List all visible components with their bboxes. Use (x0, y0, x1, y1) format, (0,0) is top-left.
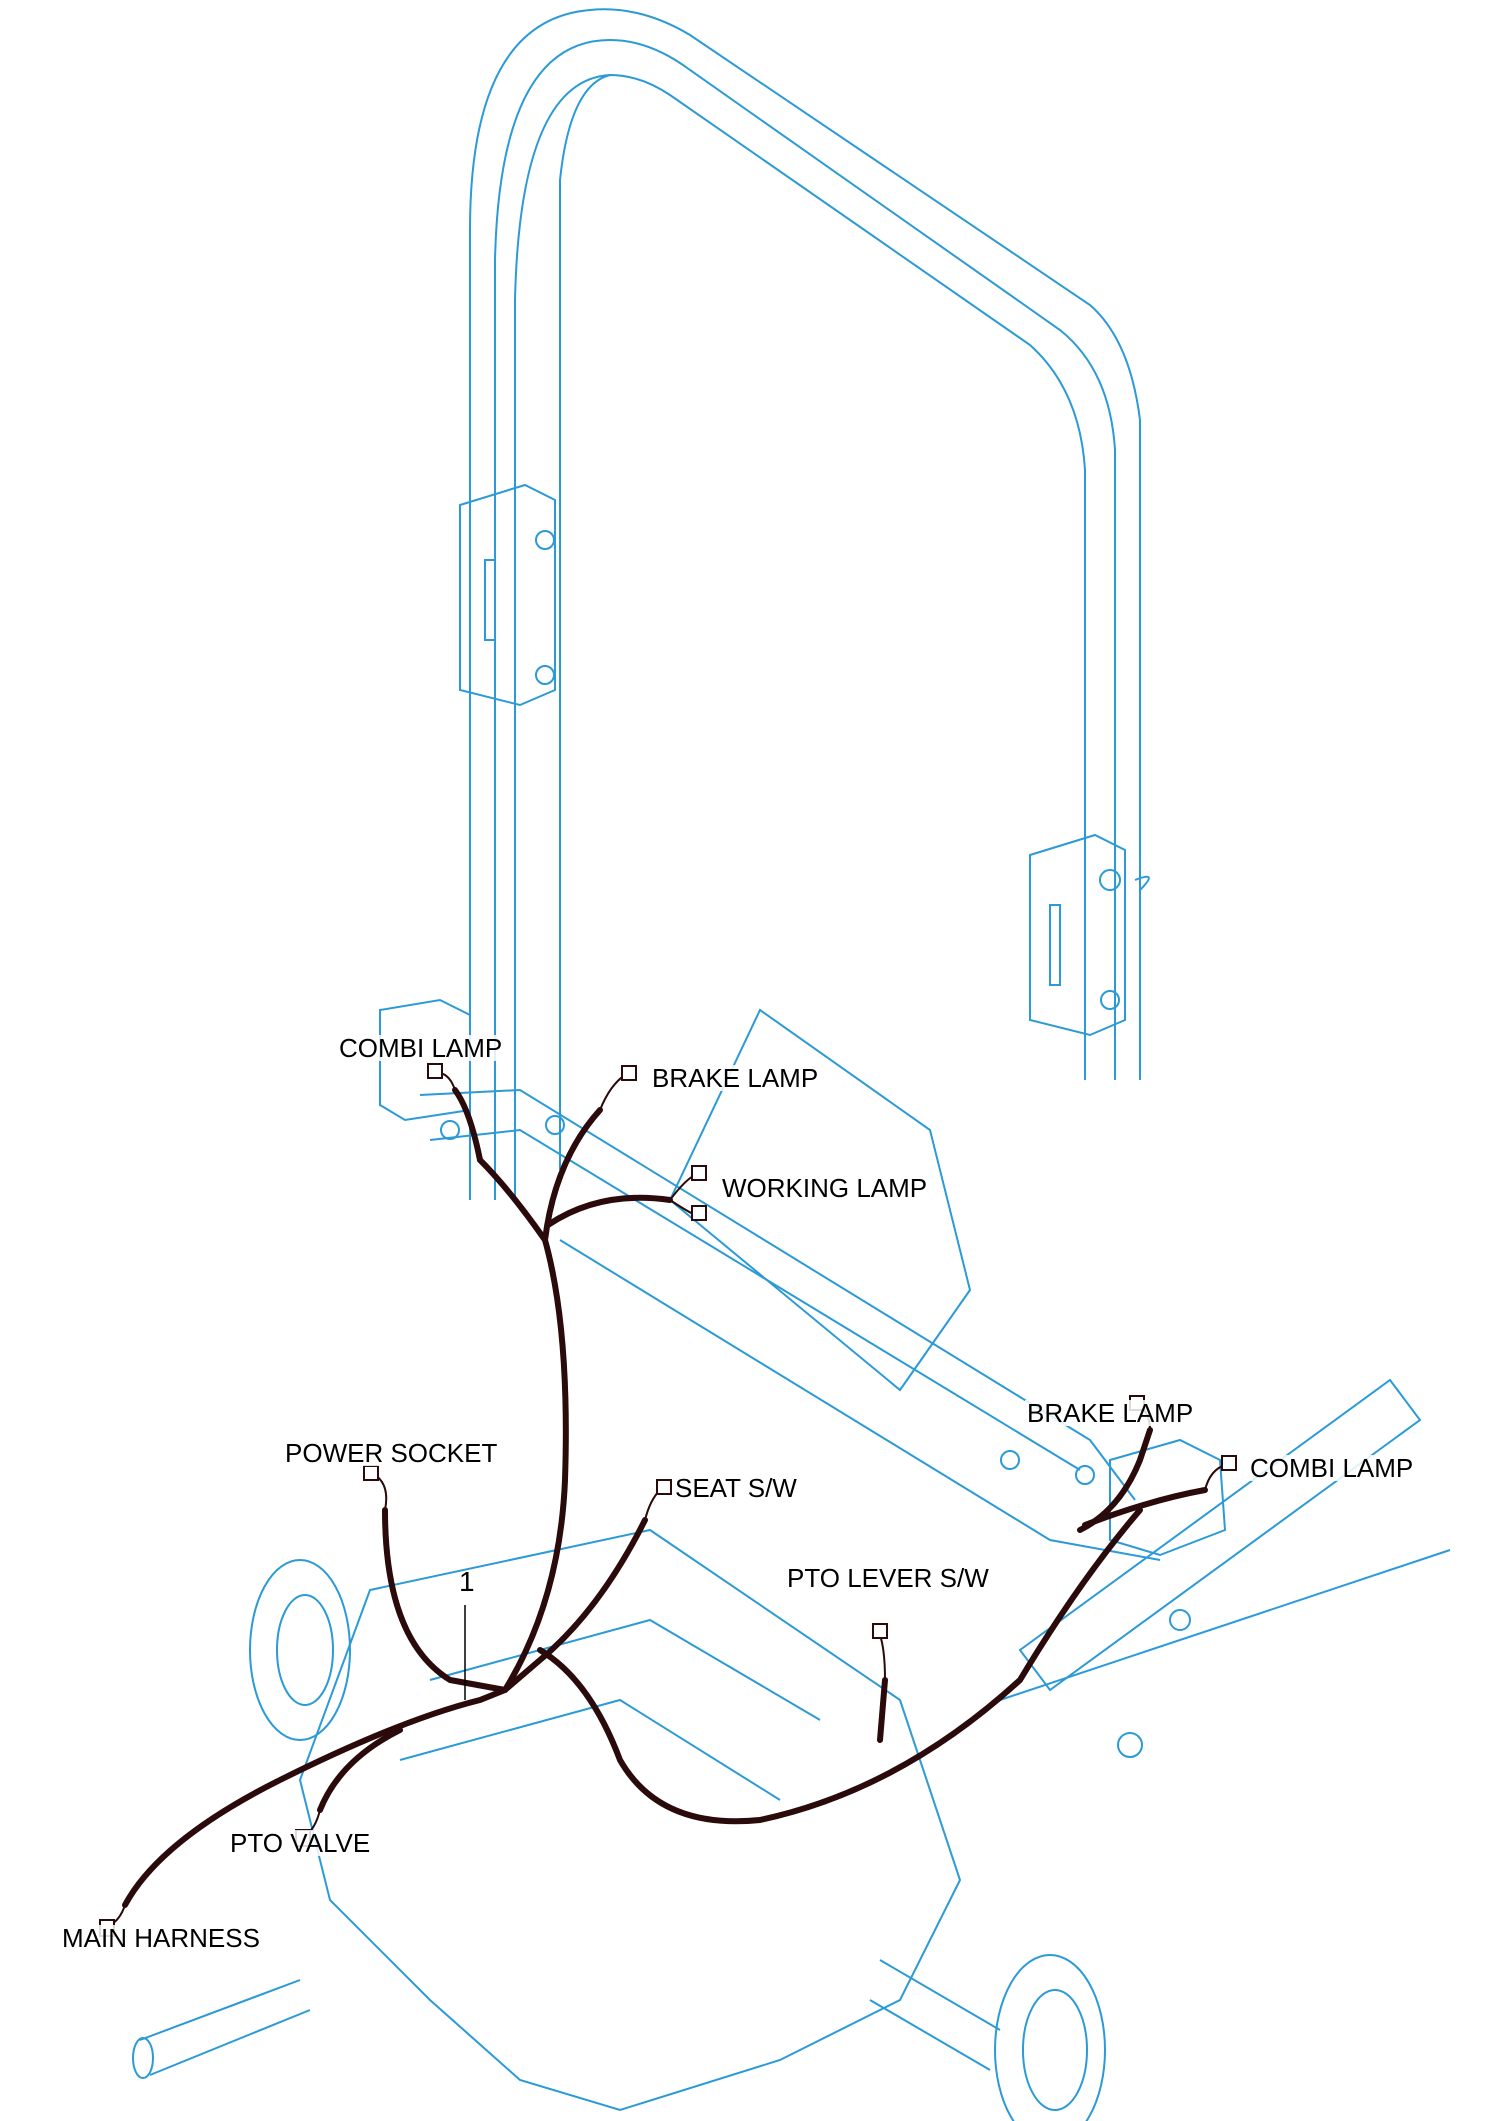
wiring-harness (109, 1072, 1226, 1926)
connector-combi-left-icon (427, 1063, 443, 1079)
label-combi-lamp-left: COMBI LAMP (337, 1033, 505, 1063)
harness-combi-right (1082, 1487, 1208, 1528)
label-working-lamp: WORKING LAMP (720, 1173, 930, 1203)
callout-number: 1 (459, 1566, 475, 1597)
connector-pto-lever-icon (872, 1623, 888, 1639)
label-combi-lamp-right: COMBI LAMP (1248, 1453, 1416, 1483)
label-power-socket: POWER SOCKET (283, 1438, 500, 1468)
label-pto-valve: PTO VALVE (228, 1828, 373, 1858)
harness-main-branch (122, 1687, 508, 1908)
harness-pto-valve (317, 1727, 403, 1813)
label-main-harness: MAIN HARNESS (60, 1923, 262, 1953)
label-brake-lamp-left: BRAKE LAMP (650, 1063, 821, 1093)
harness-trunk-up (502, 1237, 569, 1693)
connector-power-socket-icon (363, 1465, 379, 1481)
harness-combi-left (452, 1087, 548, 1243)
connector-combi-right-icon (1221, 1455, 1237, 1471)
harness-right-run (537, 1507, 1143, 1825)
harness-power-socket (382, 1507, 508, 1693)
connector-seat-switch-icon (656, 1479, 672, 1495)
label-pto-lever-switch: PTO LEVER S/W (785, 1563, 991, 1593)
connector-working-lamp-2-icon (691, 1205, 707, 1221)
harness-pto-lever (877, 1677, 888, 1743)
harness-working-lamp (545, 1194, 673, 1228)
rops-frame (132, 8, 1451, 2121)
connector-working-lamp-1-icon (691, 1165, 707, 1181)
connector-brake-left-icon (621, 1065, 637, 1081)
label-brake-lamp-right: BRAKE LAMP (1025, 1398, 1196, 1428)
label-seat-switch: SEAT S/W (673, 1473, 799, 1503)
